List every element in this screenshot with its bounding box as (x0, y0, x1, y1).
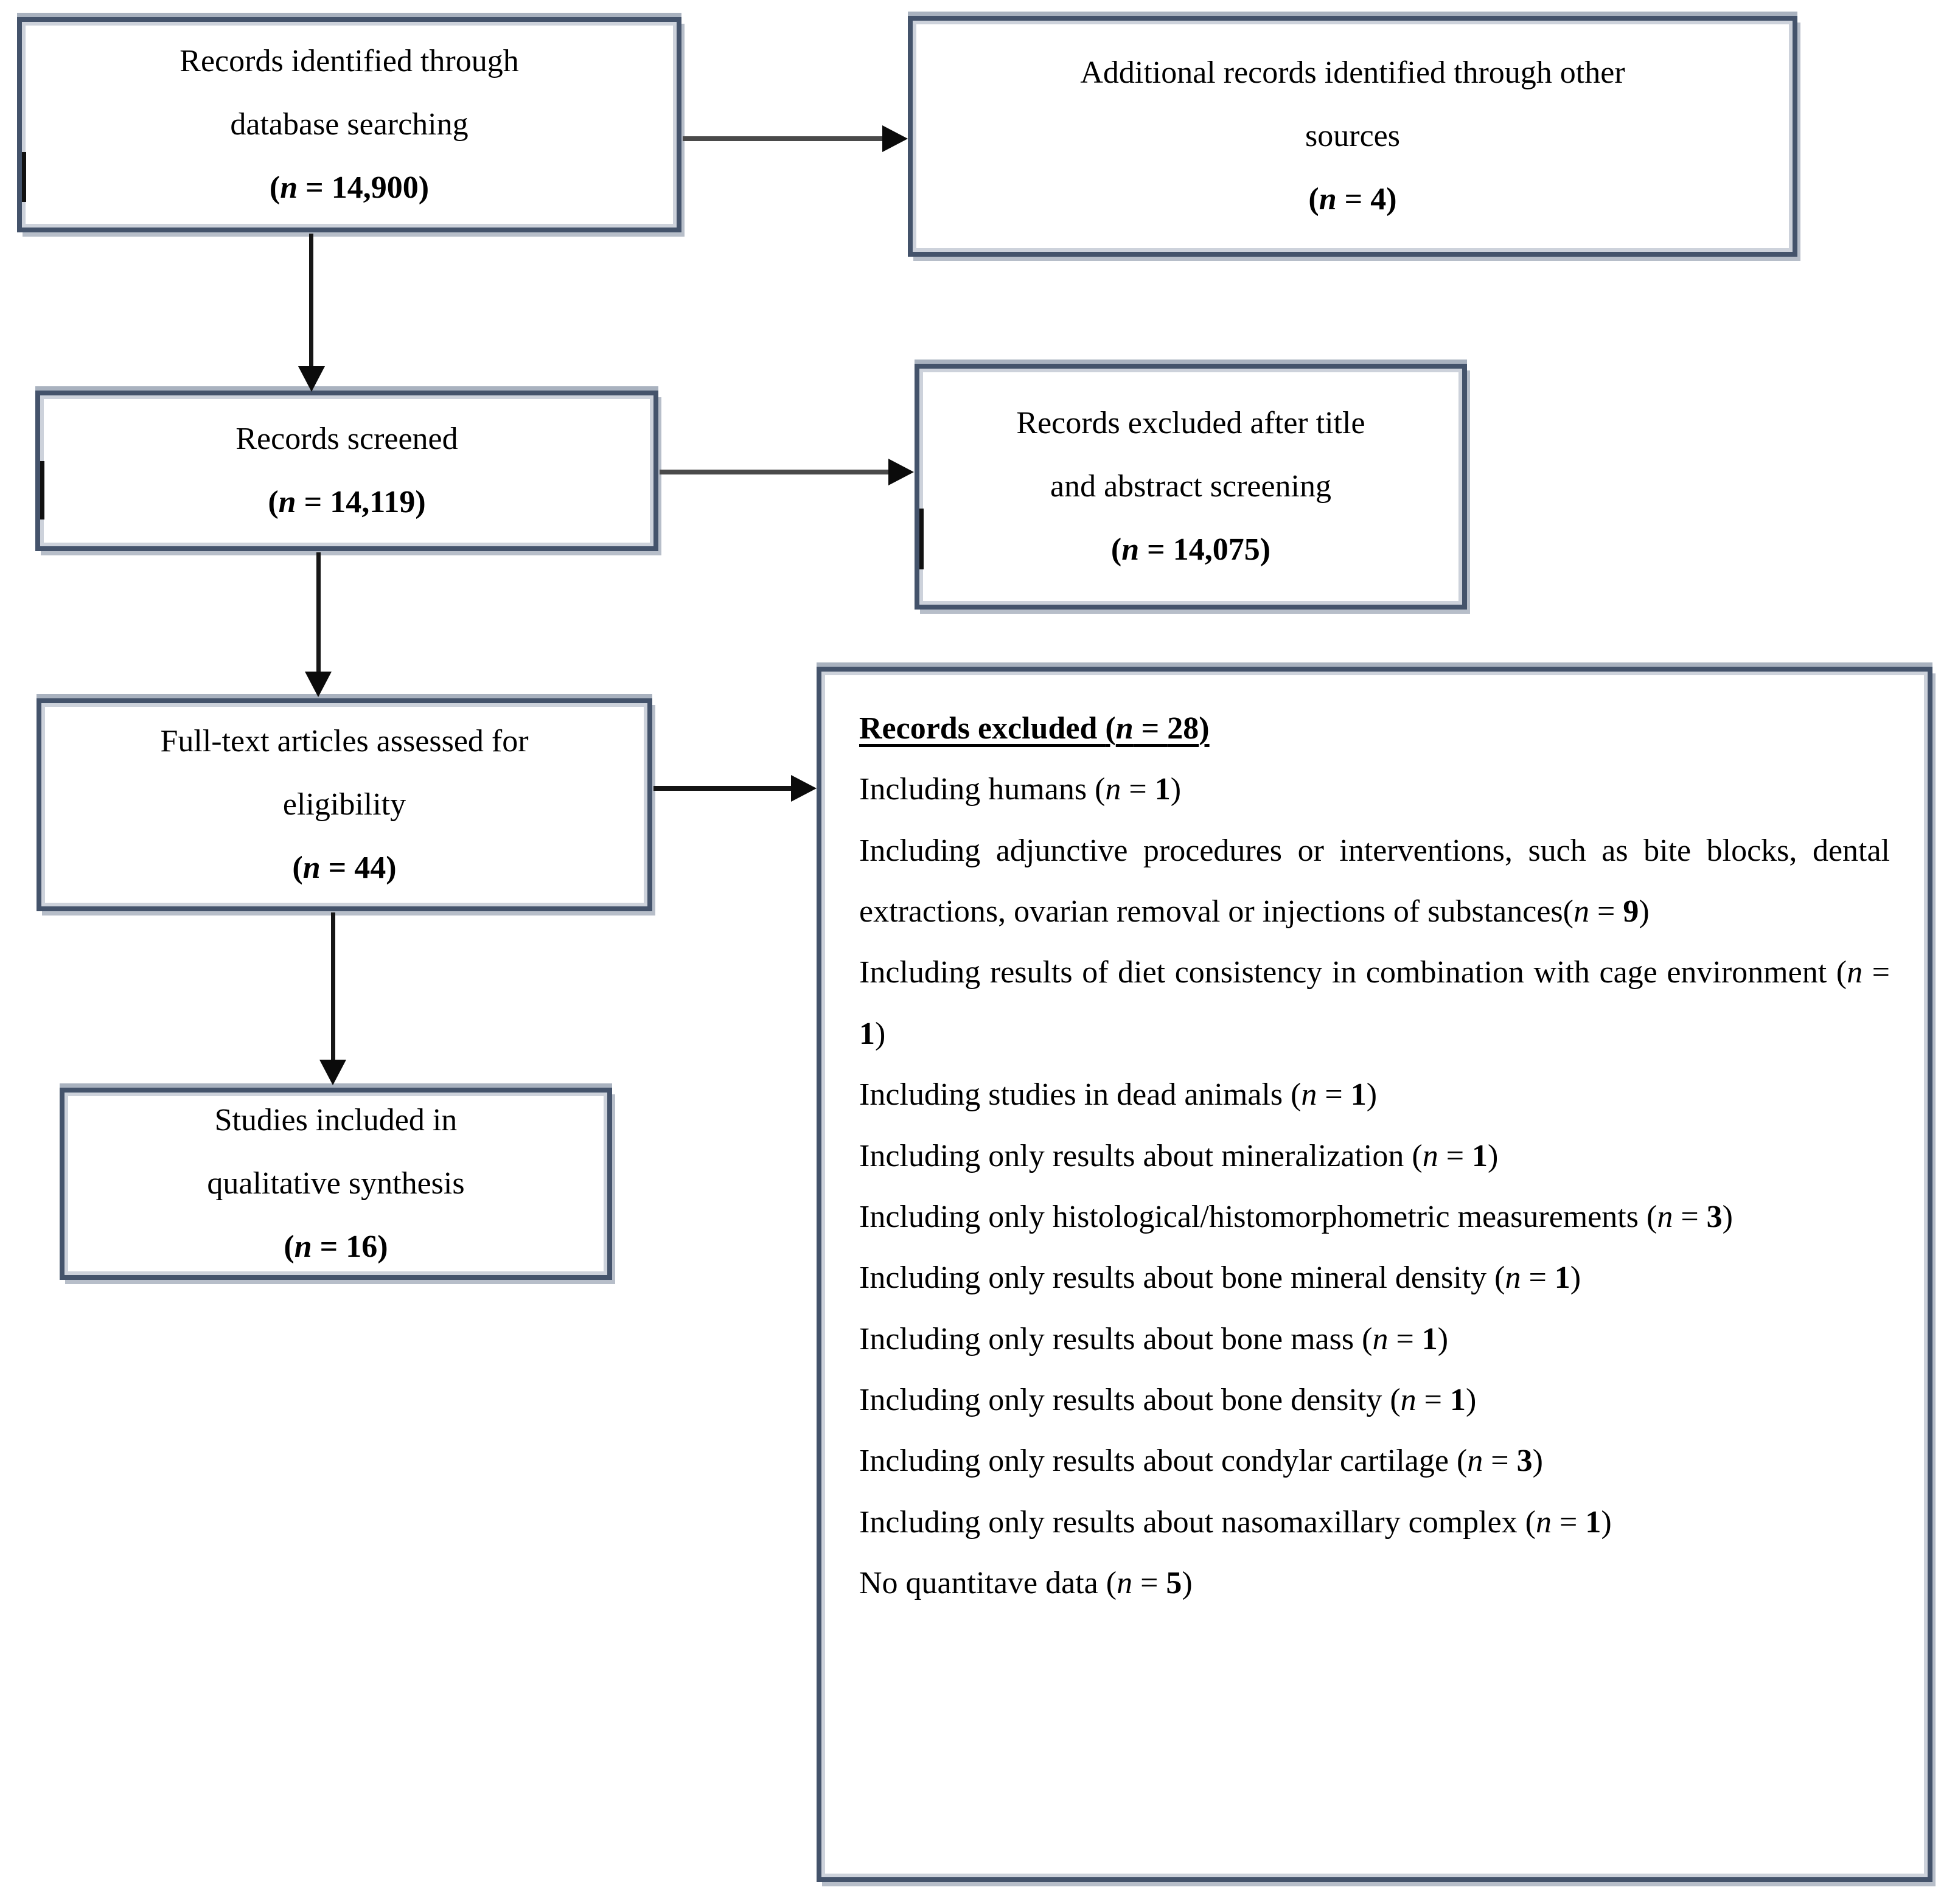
count-label: (n = 28) (1105, 711, 1210, 746)
excluded-reason: Including results of diet consistency in… (859, 955, 1890, 1051)
box-records-excluded-title-abstract: Records excluded after title and abstrac… (915, 364, 1467, 610)
box-records-identified: Records identified through database sear… (17, 17, 681, 232)
arrowhead-right-icon (882, 125, 908, 152)
arrow-screened-to-excluded-line (660, 470, 890, 474)
arrowhead-right-icon (888, 459, 914, 485)
count-label: (n = 4) (1308, 182, 1397, 217)
arrow-screened-to-fulltext-line (316, 552, 321, 674)
count-label: (n = 14,075) (1110, 532, 1271, 567)
box-text-line: database searching (230, 107, 469, 142)
box-text-line: Records excluded after title (1016, 406, 1365, 440)
count-label: (n = 1) (1095, 772, 1182, 807)
arrowhead-right-icon (791, 775, 817, 802)
excluded-reason: Including only results about bone minera… (859, 1260, 1581, 1296)
count-label: (n = 1) (1525, 1504, 1612, 1540)
arrowhead-down-icon (319, 1060, 346, 1085)
count-label: (n = 1) (1412, 1138, 1499, 1173)
count-label: (n = 5) (1106, 1566, 1193, 1601)
excluded-reason: No quantitave data (n = 5) (859, 1566, 1193, 1601)
excluded-reason: Including only results about bone mass (… (859, 1321, 1449, 1357)
excluded-reason: Including only results about condylar ca… (859, 1444, 1543, 1479)
excluded-reason: Including only results about mineralizat… (859, 1138, 1499, 1173)
arrow-fulltext-to-included-line (331, 912, 335, 1062)
excluded-reason: Including studies in dead animals (n = 1… (859, 1077, 1378, 1113)
excluded-reason: Including only histological/histomorphom… (859, 1199, 1733, 1234)
excluded-reason: Including humans (n = 1) (859, 772, 1182, 807)
box-text-line: Additional records identified through ot… (1080, 55, 1625, 90)
box-records-screened: Records screened (n = 14,119) (35, 391, 658, 551)
arrow-identified-to-additional-line (683, 136, 887, 141)
box-additional-records: Additional records identified through ot… (908, 16, 1797, 257)
excluded-detail-heading: Records excluded (n = 28) (859, 711, 1210, 746)
count-label: (n = 1) (859, 955, 1890, 1051)
count-label: (n = 1) (1494, 1260, 1581, 1296)
arrowhead-down-icon (305, 672, 332, 697)
box-records-excluded-detail: Records excluded (n = 28) Including huma… (817, 667, 1932, 1882)
arrowhead-down-icon (298, 366, 325, 392)
count-label: (n = 3) (1646, 1199, 1733, 1234)
count-label: (n = 1) (1390, 1382, 1477, 1417)
count-label: (n = 3) (1456, 1444, 1543, 1479)
arrow-fulltext-to-excluded-detail-line (653, 786, 792, 791)
box-text-line: Records screened (235, 422, 458, 456)
count-label: (n = 9) (1563, 894, 1650, 929)
box-text-line: and abstract screening (1050, 469, 1331, 504)
box-fulltext-assessed: Full-text articles assessed for eligibil… (37, 698, 652, 911)
excluded-reason: Including adjunctive procedures or inter… (859, 833, 1890, 929)
box-text-line: Full-text articles assessed for (160, 724, 529, 759)
count-label: (n = 14,119) (268, 485, 426, 519)
stray-mark (919, 509, 924, 569)
box-text-line: sources (1305, 119, 1400, 153)
arrow-identified-to-screened-line (309, 234, 313, 369)
excluded-reason: Including only results about nasomaxilla… (859, 1504, 1612, 1540)
box-text-line: Records identified through (179, 44, 519, 78)
stray-mark (40, 461, 44, 519)
stray-mark (22, 152, 26, 202)
count-label: (n = 1) (1362, 1321, 1449, 1357)
count-label: (n = 1) (1291, 1077, 1378, 1113)
box-text-line: qualitative synthesis (207, 1166, 465, 1201)
box-text-line: eligibility (282, 787, 406, 822)
box-studies-included: Studies included in qualitative synthesi… (60, 1088, 612, 1280)
excluded-reason: Including only results about bone densit… (859, 1382, 1477, 1417)
count-label: (n = 14,900) (269, 170, 430, 205)
box-text-line: Studies included in (214, 1103, 458, 1138)
count-label: (n = 16) (284, 1229, 388, 1264)
count-label: (n = 44) (292, 850, 397, 885)
